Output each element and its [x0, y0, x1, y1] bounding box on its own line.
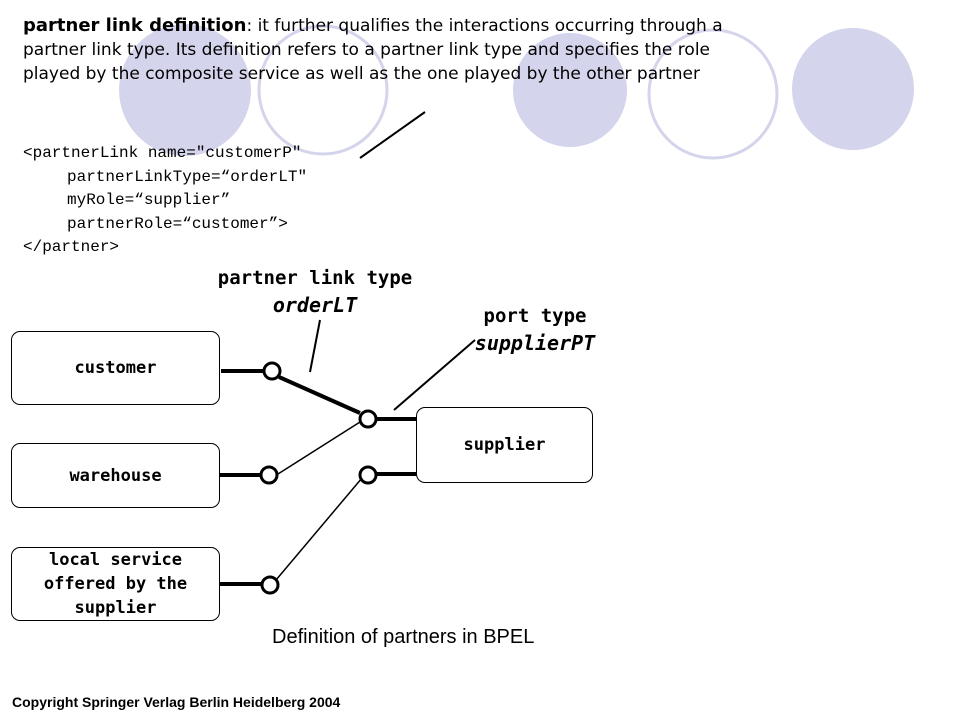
deco-circle-2	[257, 24, 389, 156]
customer-box: customer	[11, 331, 220, 405]
supplier-label: supplier	[463, 435, 546, 455]
code-line-2: partnerLinkType=“orderLT"	[67, 167, 308, 186]
supplier-port-circle-2	[358, 465, 378, 485]
local-service-box: local service offered by the supplier	[11, 547, 220, 621]
port-type-label: port type supplierPT	[445, 303, 625, 357]
figure-caption: Definition of partners in BPEL	[272, 626, 535, 648]
copyright-notice: Copyright Springer Verlag Berlin Heidelb…	[12, 694, 341, 710]
orderLT-link-line	[278, 375, 361, 415]
port-type-title: port type	[483, 305, 587, 327]
port-type-name: supplierPT	[474, 331, 596, 355]
supplier-box: supplier	[416, 407, 593, 483]
partner-link-type-name: orderLT	[272, 293, 358, 317]
warehouse-port-circle	[259, 465, 279, 485]
definition-paragraph: partner link definition: it further qual…	[23, 14, 753, 86]
deco-circle-3	[513, 33, 627, 147]
callout-line-orderLT	[309, 319, 321, 373]
definition-term: partner link definition	[23, 15, 247, 36]
customer-port-circle	[262, 361, 282, 381]
warehouse-label: warehouse	[69, 465, 162, 486]
customer-label: customer	[74, 358, 157, 378]
partner-link-type-label: partner link type orderLT	[200, 265, 430, 319]
deco-circle-5	[792, 28, 914, 150]
warehouse-box: warehouse	[11, 443, 220, 508]
code-line-3: myRole=“supplier”	[67, 191, 231, 209]
deco-circle-4	[647, 28, 779, 160]
warehouse-link-line	[277, 421, 361, 475]
local-service-label: local service offered by the supplier	[43, 550, 188, 618]
local-port-circle	[260, 575, 280, 595]
code-line-1: <partnerLink name="customerP"	[23, 144, 302, 162]
callout-line-code	[359, 111, 426, 159]
local-link-line	[275, 477, 363, 581]
code-line-5: </partner>	[23, 238, 120, 256]
code-snippet: <partnerLink name="customerP" partnerLin…	[23, 142, 307, 260]
supplier-port-circle-1	[358, 409, 378, 429]
deco-circle-1	[119, 24, 251, 156]
code-line-4: partnerRole=“customer”>	[67, 214, 288, 233]
definition-text: : it further qualifies the interactions …	[23, 16, 723, 84]
callout-line-supplierPT	[393, 339, 476, 411]
partner-link-type-title: partner link type	[217, 267, 413, 289]
